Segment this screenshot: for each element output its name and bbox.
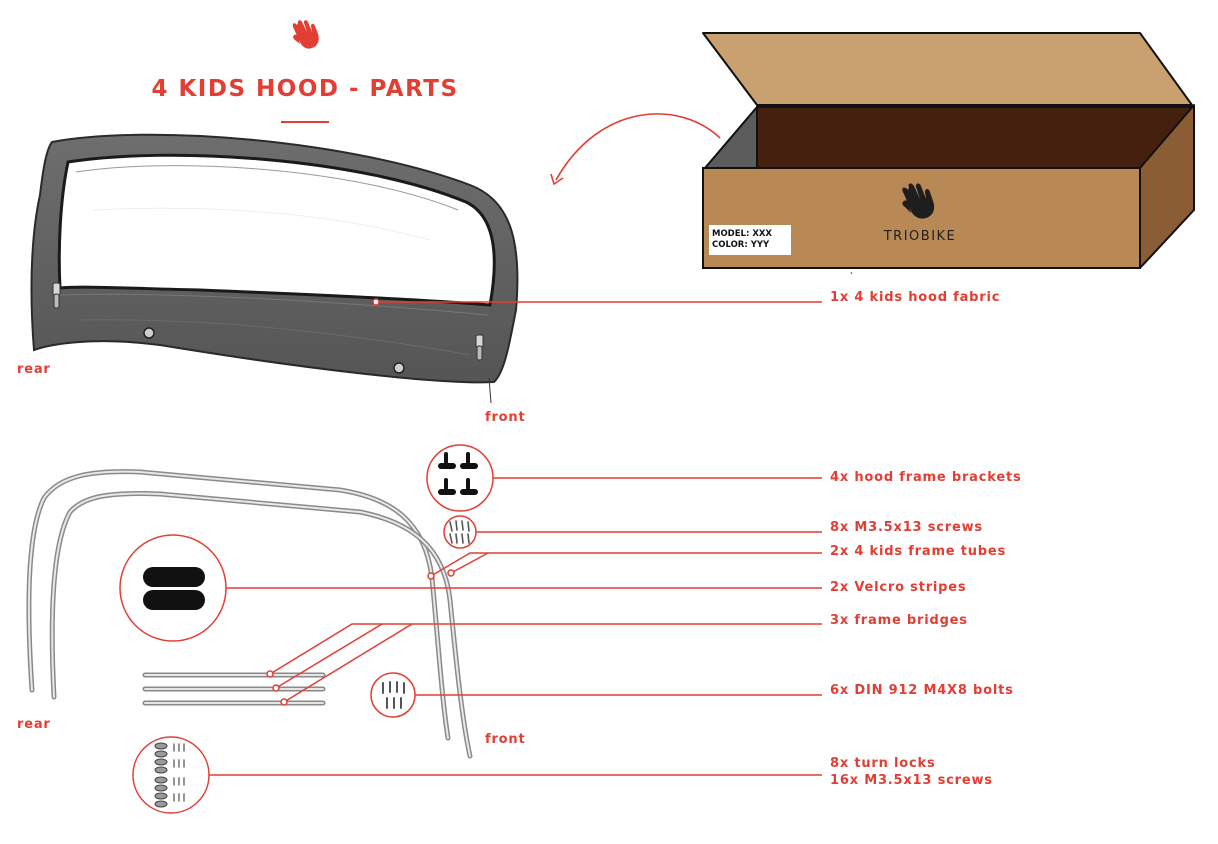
callout-dots: [266, 569, 455, 706]
zipper-pull-right: [475, 334, 484, 361]
part-lock-screws: 16x M3.5x13 screws: [830, 773, 993, 788]
page-title: 4 KIDS HOOD - PARTS: [151, 76, 459, 102]
part-hood-fabric: 1x 4 kids hood fabric: [830, 290, 1001, 305]
shipping-box: [702, 32, 1195, 275]
label-front-bottom: front: [485, 732, 526, 747]
part-frame-bridges: 3x frame bridges: [830, 613, 968, 628]
triobike-hand-logo: [292, 20, 319, 49]
part-velcro: 2x Velcro stripes: [830, 580, 967, 595]
bracket-screws-detail: [443, 515, 477, 549]
unpack-arrow: [555, 113, 721, 181]
label-rear-bottom: rear: [17, 717, 51, 732]
part-frame-tubes: 2x 4 kids frame tubes: [830, 544, 1007, 559]
label-front-top: front: [485, 410, 526, 425]
velcro-stripes-detail: [119, 534, 227, 642]
label-rear-top: rear: [17, 362, 51, 377]
part-turn-locks: 8x turn locks: [830, 756, 936, 771]
hood-fabric: [30, 133, 519, 384]
part-frame-brackets: 4x hood frame brackets: [830, 470, 1022, 485]
frame-bridges: [142, 672, 326, 706]
callout-lines: [209, 477, 822, 776]
box-label: MODEL: XXX COLOR: YYY: [709, 225, 791, 255]
din-bolts-detail: [370, 672, 416, 718]
zipper-pull-left: [52, 282, 61, 309]
box-hand-logo: [902, 183, 935, 219]
part-bracket-screws: 8x M3.5x13 screws: [830, 520, 983, 535]
frame-tubes: [26, 469, 473, 759]
hood-frame-brackets-detail: [426, 444, 494, 512]
box-color: COLOR: YYY: [712, 240, 770, 250]
turn-locks-detail: [132, 736, 210, 814]
part-bolts: 6x DIN 912 M4X8 bolts: [830, 683, 1014, 698]
box-brand: TRIOBIKE: [883, 229, 957, 244]
title-underline: [281, 121, 329, 123]
box-model: MODEL: XXX: [712, 229, 772, 239]
